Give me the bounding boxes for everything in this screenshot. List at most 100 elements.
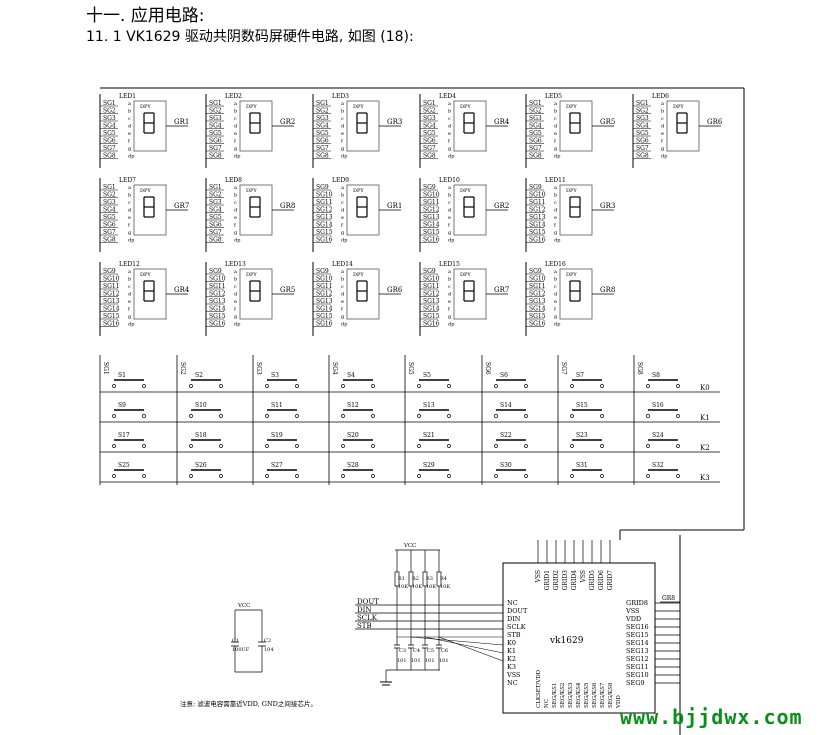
segment-letter: e xyxy=(661,131,664,137)
bus-label: STB xyxy=(357,622,372,630)
segment-letter: g xyxy=(448,314,452,320)
bus-label: DIN xyxy=(357,606,372,614)
led-pin-label: SG7 xyxy=(423,145,436,152)
led-pin-label: SG8 xyxy=(209,153,222,160)
led-pin-label: SG15 xyxy=(423,313,440,320)
chip-bottom-pin: SEG/KS4 xyxy=(576,682,582,708)
decoupling-value: 104 xyxy=(264,647,274,653)
seven-segment-display xyxy=(133,100,167,152)
cap-value: 101 xyxy=(425,658,435,664)
chip-bottom-pin: VDD xyxy=(616,695,622,709)
segment-letter: a xyxy=(554,101,557,107)
segment-letter: f xyxy=(341,139,344,145)
cap-value: 101 xyxy=(397,658,407,664)
led-pin-label: SG16 xyxy=(103,321,120,328)
led-pin-label: SG1 xyxy=(529,100,542,107)
vk1629-chip xyxy=(502,562,656,714)
switch-contact xyxy=(676,444,680,448)
cap-ref: C3 xyxy=(399,648,406,654)
segment-letter: b xyxy=(448,277,451,283)
switch-ref: S19 xyxy=(271,432,283,439)
led-pin-label: SG6 xyxy=(636,138,649,145)
resistor-ref: R3 xyxy=(426,576,433,582)
led-pin-label: SG1 xyxy=(103,184,116,191)
led-pin-label: SG10 xyxy=(529,192,546,199)
resistor-ref: R1 xyxy=(398,576,405,582)
led-pin-label: SG13 xyxy=(209,298,226,305)
led-pin-label: SG11 xyxy=(529,283,546,290)
led-pin-label: SG1 xyxy=(423,100,436,107)
segment-letter: e xyxy=(234,299,237,305)
led-pin-label: SG15 xyxy=(529,229,546,236)
decoupling-ref: C2 xyxy=(264,638,271,644)
dpy-label: DPY xyxy=(460,272,471,278)
segment-letter: g xyxy=(554,230,558,236)
segment-letter: e xyxy=(234,215,237,221)
segment-letter: dp xyxy=(661,154,667,160)
switch-contact xyxy=(417,444,421,448)
grid-label: GR6 xyxy=(387,286,403,294)
segment-letter: c xyxy=(234,200,237,206)
switch-ref: S29 xyxy=(423,462,435,469)
segment-letter: f xyxy=(128,307,131,313)
chip-right-pin: SEG16 xyxy=(626,623,649,631)
led-pin-label: SG13 xyxy=(316,298,333,305)
segment-letter: g xyxy=(128,314,132,320)
segment-letter: g xyxy=(234,230,238,236)
section-heading: 十一. 应用电路: xyxy=(86,6,205,26)
segment-letter: dp xyxy=(341,322,347,328)
switch-column-label: SG4 xyxy=(331,362,338,375)
led-pin-label: SG10 xyxy=(529,276,546,283)
segment-letter: f xyxy=(128,223,131,229)
switch-ref: S13 xyxy=(423,402,435,409)
switch-contact xyxy=(600,414,604,418)
switch-ref: S18 xyxy=(195,432,207,439)
segment-letter: e xyxy=(554,215,557,221)
led-pin-label: SG12 xyxy=(529,207,546,214)
switch-contact xyxy=(600,444,604,448)
led-module-name: LED8 xyxy=(225,177,242,184)
switch-contact xyxy=(447,474,451,478)
switch-ref: S20 xyxy=(347,432,359,439)
switch-ref: S26 xyxy=(195,462,207,469)
segment-letter: f xyxy=(234,139,237,145)
led-pin-label: SG2 xyxy=(316,108,329,115)
led-pin-label: SG15 xyxy=(316,229,333,236)
chip-bottom-pin: SEG/KS8 xyxy=(608,682,614,708)
seven-segment-display xyxy=(346,100,380,152)
switch-contact xyxy=(524,474,528,478)
segment-letter: dp xyxy=(448,238,454,244)
switch-ref: S17 xyxy=(118,432,130,439)
chip-right-pin: VSS xyxy=(625,607,640,615)
chip-bottom-pin: SEG/KS2 xyxy=(560,683,566,708)
led-pin-label: SG11 xyxy=(423,283,440,290)
led-pin-label: SG3 xyxy=(103,199,116,206)
segment-letter: d xyxy=(554,124,558,130)
switch-contact xyxy=(494,414,498,418)
grid-label: GR8 xyxy=(280,202,295,210)
segment-letter: g xyxy=(128,230,132,236)
led-pin-label: SG6 xyxy=(209,138,222,145)
chip-right-pin: SEG13 xyxy=(626,647,649,655)
led-pin-label: SG4 xyxy=(316,123,329,130)
segment-letter: b xyxy=(448,109,451,115)
switch-contact xyxy=(646,414,650,418)
switch-contact xyxy=(447,414,451,418)
switch-contact xyxy=(112,474,116,478)
switch-contact xyxy=(524,384,528,388)
switch-contact xyxy=(646,444,650,448)
switch-ref: S27 xyxy=(271,462,283,469)
switch-column-label: SG6 xyxy=(484,362,491,375)
cap-ref: C6 xyxy=(441,648,448,654)
chip-top-pin: GRID3 xyxy=(562,570,569,590)
led-pin-label: SG9 xyxy=(529,268,542,275)
segment-letter: c xyxy=(661,116,664,122)
led-pin-label: SG10 xyxy=(103,276,120,283)
switch-ref: S6 xyxy=(500,372,508,379)
segment-letter: d xyxy=(554,208,558,214)
segment-letter: a xyxy=(128,269,131,275)
segment-letter: b xyxy=(128,193,131,199)
led-pin-label: SG13 xyxy=(529,214,546,221)
segment-letter: dp xyxy=(341,154,347,160)
led-pin-label: SG9 xyxy=(423,184,436,191)
